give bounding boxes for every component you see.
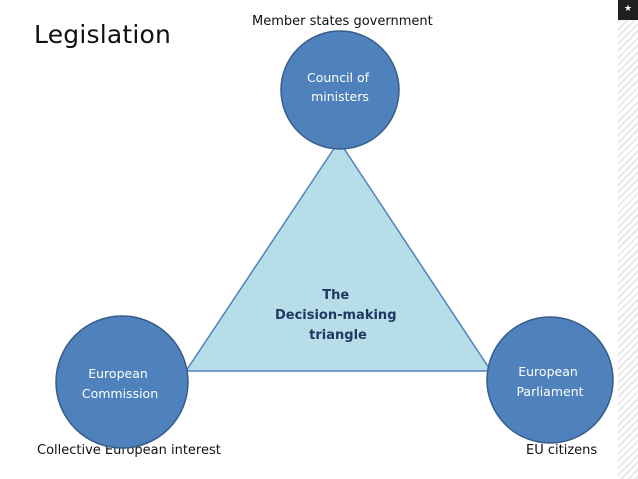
slide-title: Legislation [34,20,172,49]
decision-making-triangle [184,139,493,372]
svg-text:Council of ministers: Council of ministers [307,70,373,104]
caption-eu-citizens: EU citizens [526,443,598,458]
triangle-label-line-2: Decision-making [275,308,397,323]
triangle-label: The Decision-making triangle [275,288,401,343]
decorative-edge-strip [618,0,638,479]
star-icon: ★ [624,4,633,14]
corner-badge: ★ [618,0,638,20]
commission-label-line-2: Commission [82,386,158,401]
svg-text:European Parliament: European Parliament [516,364,583,399]
triangle-label-line-3: triangle [309,328,367,343]
triangle-label-line-1: The [322,288,349,303]
council-label-line-1: Council of [307,70,370,85]
european-commission-node: European Commission [55,315,189,449]
council-of-ministers-node: Council of ministers [280,30,400,150]
svg-text:European Commission: European Commission [82,366,158,401]
commission-label-line-1: European [88,366,148,381]
european-parliament-node: European Parliament [486,316,614,444]
caption-member-states-government: Member states government [252,14,433,29]
parliament-label-line-2: Parliament [516,384,583,399]
caption-collective-european-interest: Collective European interest [37,443,221,458]
council-label-line-2: ministers [311,89,369,104]
parliament-label-line-1: European [518,364,578,379]
